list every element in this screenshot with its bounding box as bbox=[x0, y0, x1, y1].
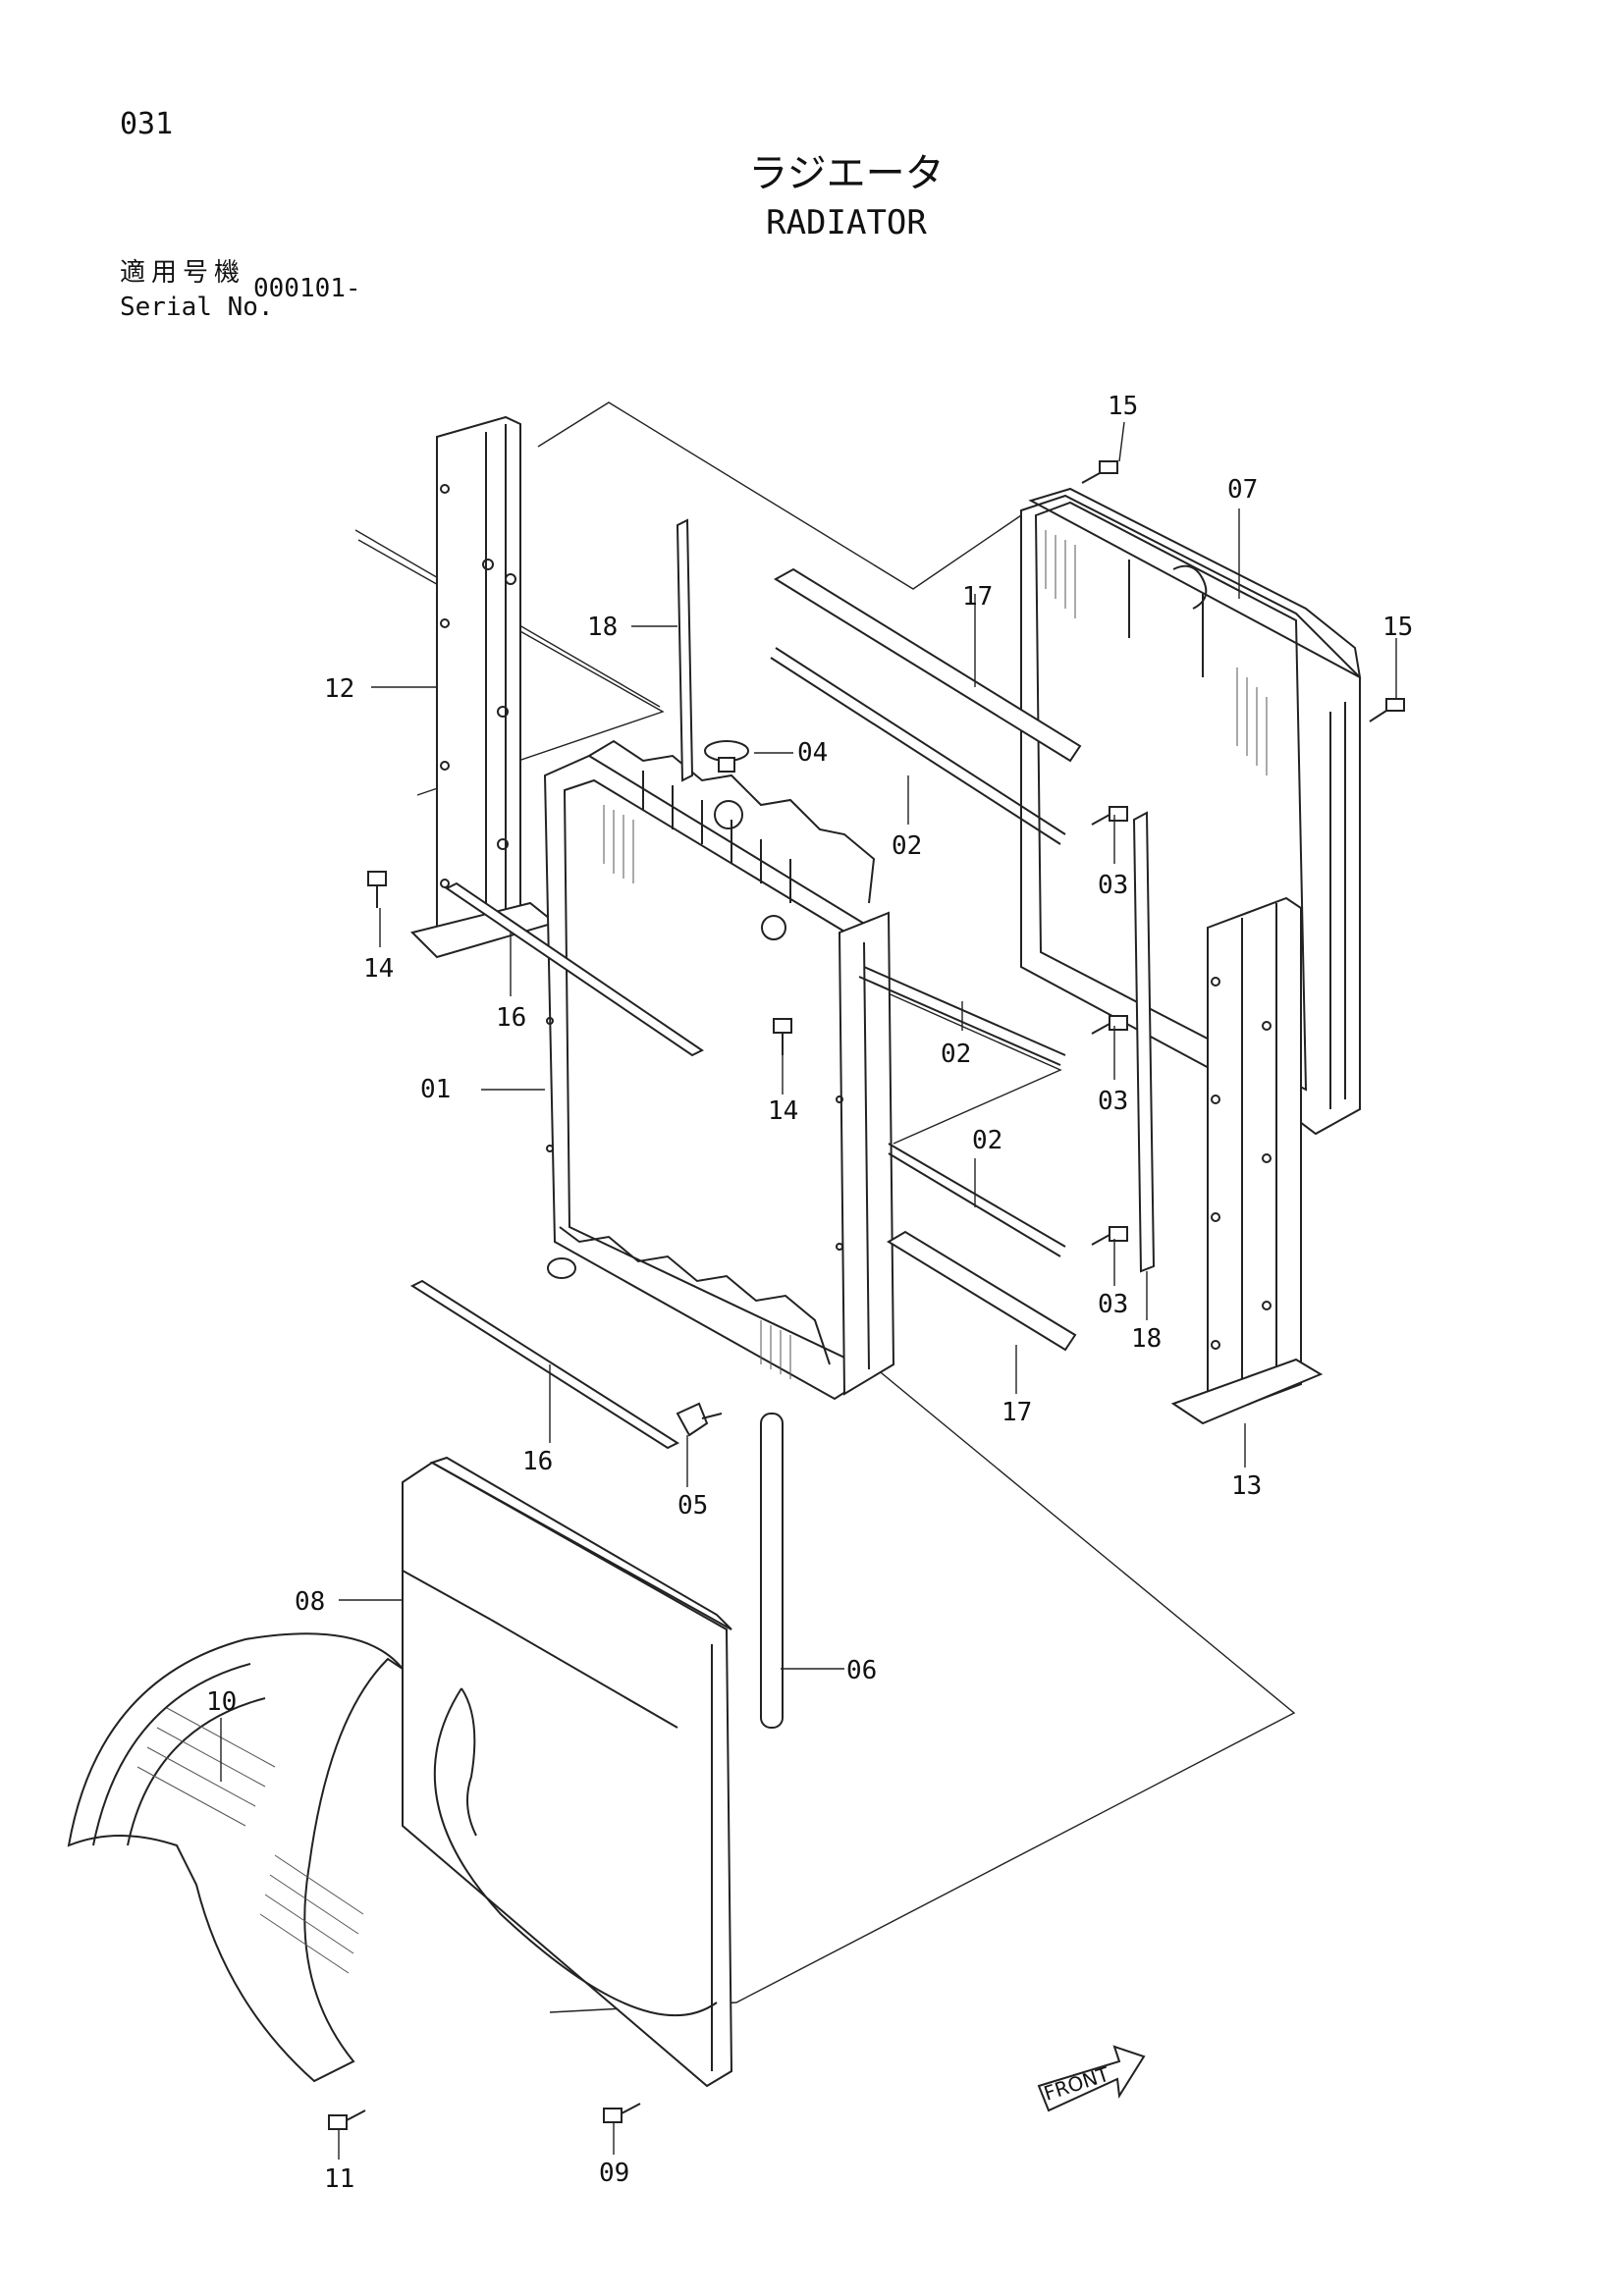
part-03-bolt-3 bbox=[1091, 1226, 1128, 1246]
callout-02-top: 02 bbox=[892, 831, 922, 861]
callout-01: 01 bbox=[420, 1075, 451, 1104]
callout-02-middle: 02 bbox=[941, 1040, 971, 1069]
front-label: FRONT bbox=[1041, 2062, 1112, 2106]
part-15-bolt-right bbox=[1369, 698, 1405, 722]
leader-lines bbox=[220, 421, 1397, 2160]
bolts bbox=[328, 460, 1405, 2130]
part-14-bolt-left bbox=[367, 871, 387, 908]
part-10-fan-guard bbox=[67, 1632, 404, 2083]
callout-09: 09 bbox=[599, 2159, 629, 2188]
part-15-bolt-top bbox=[1081, 460, 1118, 484]
callout-04: 04 bbox=[797, 738, 828, 768]
part-08-fan-shroud bbox=[402, 1456, 733, 2088]
part-18-vertical-seals bbox=[676, 518, 1156, 1273]
callout-03-bottom: 03 bbox=[1098, 1290, 1128, 1319]
serial-value: 000101- bbox=[253, 274, 361, 303]
callout-10: 10 bbox=[206, 1687, 237, 1717]
page-title-japanese: ラジエータ bbox=[748, 151, 945, 196]
callout-18-bottom: 18 bbox=[1131, 1324, 1162, 1354]
callout-06: 06 bbox=[846, 1656, 877, 1685]
callout-18: 18 bbox=[587, 613, 618, 642]
callout-02-bottom: 02 bbox=[972, 1126, 1002, 1155]
serial-label-japanese: 適用号機 bbox=[120, 258, 246, 288]
part-13-right-bracket bbox=[1170, 896, 1324, 1425]
callout-17-top: 17 bbox=[962, 582, 993, 612]
part-07-upper-frame bbox=[1020, 487, 1362, 1136]
callout-16-top: 16 bbox=[496, 1003, 526, 1033]
callout-03-top: 03 bbox=[1098, 871, 1128, 900]
callout-03-middle: 03 bbox=[1098, 1087, 1128, 1116]
part-17-seal-strips bbox=[774, 567, 1082, 1352]
page-title: RADIATOR bbox=[766, 203, 927, 242]
callout-11: 11 bbox=[324, 2164, 354, 2194]
part-05-drain-cock bbox=[676, 1402, 723, 1437]
part-16-strips bbox=[409, 881, 704, 1450]
page-number: 031 bbox=[120, 107, 174, 141]
front-arrow: FRONT bbox=[1037, 2045, 1146, 2112]
callout-12: 12 bbox=[324, 674, 354, 704]
callout-07: 07 bbox=[1227, 475, 1258, 505]
callout-13: 13 bbox=[1231, 1471, 1262, 1501]
serial-label: Serial No. bbox=[120, 293, 274, 322]
part-14-bolt-center bbox=[773, 1018, 792, 1055]
callout-14-left: 14 bbox=[363, 954, 394, 984]
callout-17-bottom: 17 bbox=[1001, 1398, 1032, 1427]
part-12-left-bracket bbox=[410, 415, 558, 959]
part-06-hose bbox=[760, 1413, 784, 1729]
part-04-cap bbox=[704, 740, 749, 773]
callout-14-center: 14 bbox=[768, 1096, 798, 1126]
callout-08: 08 bbox=[295, 1587, 325, 1617]
part-11-bolt bbox=[328, 2109, 366, 2130]
callout-16-bottom: 16 bbox=[522, 1447, 553, 1476]
callout-labels: 12 18 15 07 17 15 04 02 14 16 01 02 14 0… bbox=[206, 392, 1413, 2194]
part-03-bolt-2 bbox=[1091, 1015, 1128, 1035]
part-09-bolt bbox=[603, 2103, 641, 2123]
callout-15-top: 15 bbox=[1108, 392, 1138, 421]
callout-15-right: 15 bbox=[1382, 613, 1413, 642]
callout-05: 05 bbox=[677, 1491, 708, 1521]
part-01-radiator-core bbox=[543, 739, 895, 1401]
